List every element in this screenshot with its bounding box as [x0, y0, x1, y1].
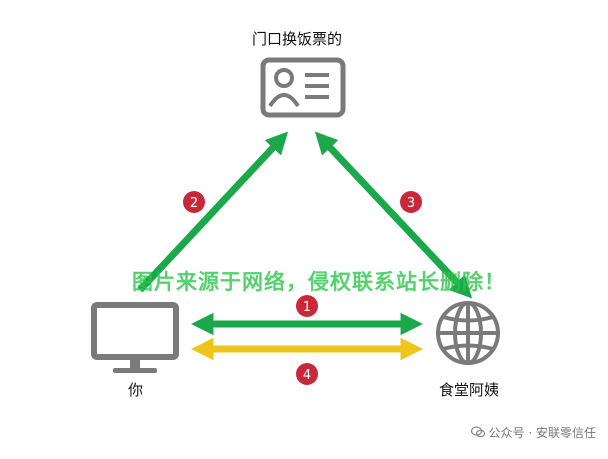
id-card-icon	[260, 57, 346, 118]
arrow-step-3	[314, 131, 473, 299]
badge-step-1: 1	[296, 295, 318, 317]
footer-attribution: 公众号 · 安联零信任	[470, 424, 596, 441]
you-label: 你	[128, 381, 144, 399]
badge-step-2-number: 2	[190, 196, 198, 211]
badge-step-4-number: 4	[303, 368, 311, 383]
badge-step-3: 3	[400, 191, 422, 213]
auntie-label: 食堂阿姨	[439, 381, 500, 399]
gate-label: 门口换饭票的	[252, 30, 343, 48]
badge-step-2: 2	[183, 191, 205, 213]
badge-step-1-number: 1	[303, 300, 311, 315]
footer-text: 公众号 · 安联零信任	[488, 426, 596, 440]
wechat-icon	[470, 426, 485, 438]
badge-step-3-number: 3	[407, 196, 415, 211]
globe-icon	[436, 301, 500, 365]
badge-step-4: 4	[296, 363, 318, 385]
watermark-text: 图片来源于网络，侵权联系站长删除！	[132, 270, 506, 294]
arrow-step-2	[137, 131, 289, 293]
monitor-icon	[91, 302, 179, 373]
